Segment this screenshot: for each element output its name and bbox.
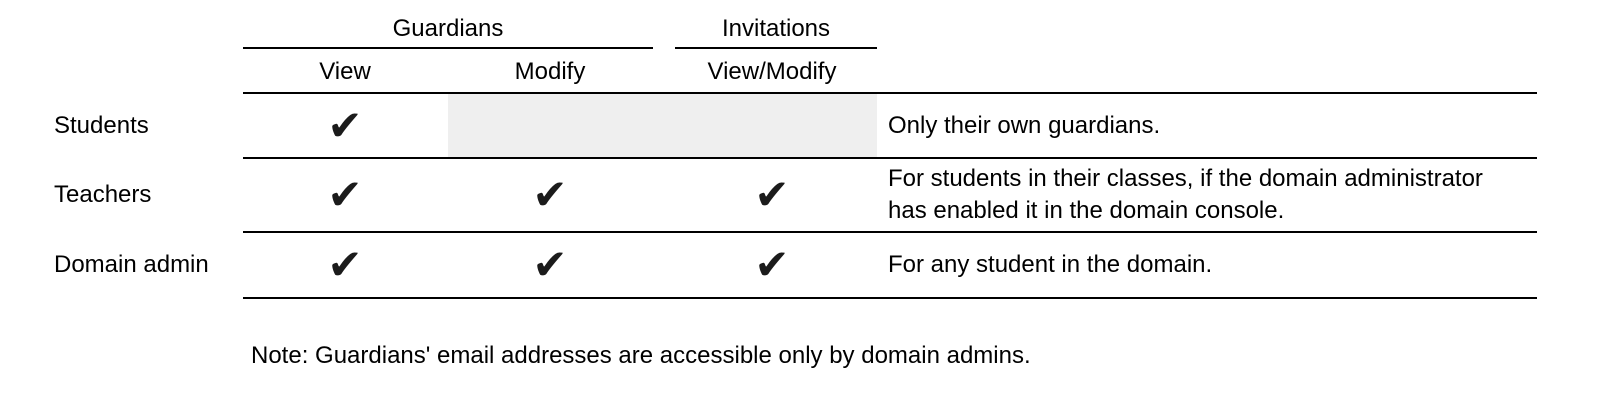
row-label-domain-admin: Domain admin (54, 251, 209, 278)
check-icon: ✔ (754, 170, 790, 219)
column-header-modify: Modify (514, 58, 586, 85)
row-label-teachers: Teachers (54, 181, 152, 208)
cell-teachers-guardians-view: ✔ (245, 159, 445, 231)
column-header-view: View (319, 58, 371, 85)
check-icon: ✔ (327, 100, 363, 150)
cell-teachers-invitations: ✔ (672, 159, 872, 231)
check-icon: ✔ (327, 240, 363, 289)
check-icon: ✔ (754, 240, 790, 289)
rule-row-1 (243, 157, 1537, 159)
rule-header-bottom (243, 92, 1537, 94)
cell-students-guardians-view: ✔ (245, 94, 445, 157)
check-icon: ✔ (532, 170, 568, 219)
cell-admin-invitations: ✔ (672, 233, 872, 297)
row-label-students: Students (54, 111, 149, 139)
guardians-underline (243, 47, 653, 49)
cell-admin-guardians-view: ✔ (245, 233, 445, 297)
cell-students-guardians-modify (450, 94, 650, 157)
disabled-cells-region (448, 94, 877, 157)
note-domain-admin: For any student in the domain. (888, 251, 1213, 278)
column-group-invitations: Invitations (721, 15, 831, 42)
note-students: Only their own guardians. (888, 111, 1161, 139)
footnote: Note: Guardians' email addresses are acc… (251, 342, 1031, 369)
rule-row-2 (243, 231, 1537, 233)
note-teachers: For students in their classes, if the do… (888, 165, 1483, 224)
check-icon: ✔ (532, 240, 568, 289)
rule-table-bottom (243, 297, 1537, 299)
cell-admin-guardians-modify: ✔ (450, 233, 650, 297)
column-header-view-modify: View/Modify (707, 58, 837, 85)
check-icon: ✔ (327, 170, 363, 219)
cell-students-invitations (672, 94, 872, 157)
column-group-guardians: Guardians (392, 15, 504, 42)
cell-teachers-guardians-modify: ✔ (450, 159, 650, 231)
invitations-underline (675, 47, 877, 49)
